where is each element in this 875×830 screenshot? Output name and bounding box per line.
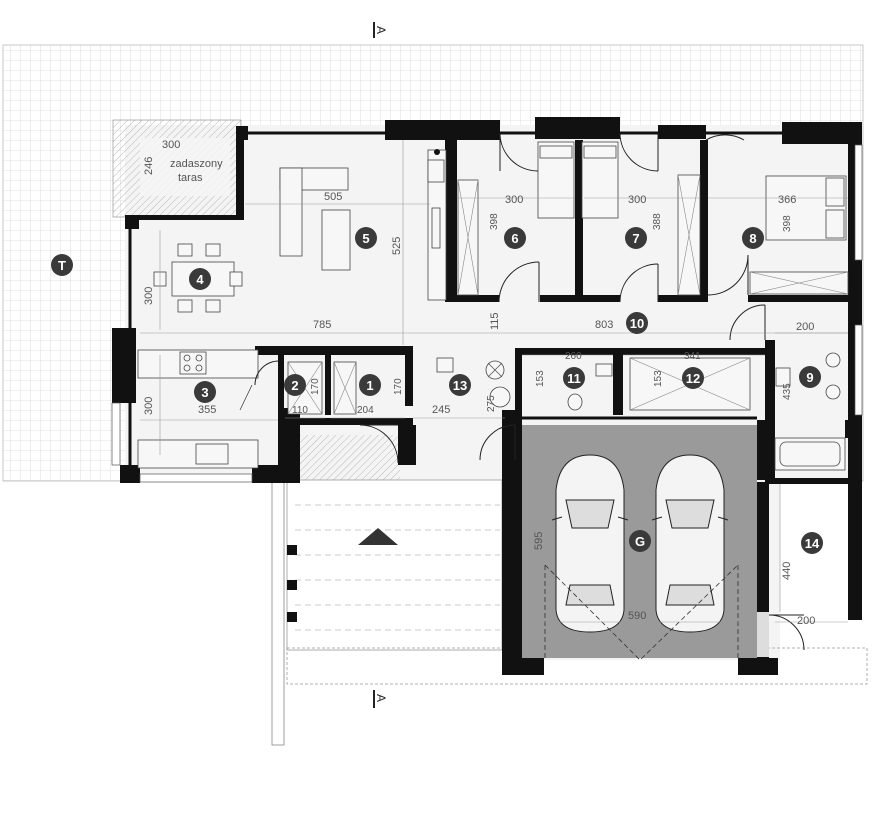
bed-icon (537, 141, 575, 219)
dim-room11-width: 260 (565, 351, 582, 362)
dim-room14-depth: 440 (781, 562, 793, 580)
dim-room6-width: 300 (505, 194, 523, 206)
room-badge-5: 5 (355, 227, 377, 249)
bed-icon (765, 175, 847, 241)
section-mark-top: A (373, 22, 388, 38)
svg-text:9: 9 (806, 370, 813, 385)
svg-text:T: T (58, 258, 66, 273)
room-badge-outside: T (51, 254, 73, 276)
room-badge-3: 3 (194, 381, 216, 403)
svg-text:3: 3 (201, 385, 208, 400)
dim-garage-depth: 595 (533, 532, 545, 550)
room-badge-7: 7 (625, 227, 647, 249)
bed-icon (581, 141, 619, 219)
svg-text:A: A (374, 26, 388, 34)
toilet-icon (567, 363, 613, 411)
dim-kitchen-width: 355 (198, 404, 216, 416)
dim-room2-depth: 170 (310, 378, 321, 395)
dim-room13-depth: 275 (486, 395, 497, 412)
svg-text:2: 2 (291, 378, 298, 393)
dim-room1-depth: 170 (393, 378, 404, 395)
room-badge-8: 8 (742, 227, 764, 249)
svg-text:7: 7 (632, 231, 639, 246)
dim-room6-depth: 398 (489, 213, 500, 230)
dim-room7-width: 300 (628, 194, 646, 206)
dim-room9-width: 200 (796, 321, 814, 333)
bathtub-icon (774, 352, 846, 471)
room-badge-4: 4 (189, 268, 211, 290)
dim-room7-depth: 388 (652, 213, 663, 230)
svg-text:13: 13 (453, 378, 467, 393)
dim-living-depth: 525 (391, 237, 403, 255)
dim-room14-width: 200 (797, 615, 815, 627)
dim-terrace-depth: 246 (143, 157, 155, 175)
svg-text:5: 5 (362, 231, 369, 246)
room-badge-13: 13 (449, 374, 471, 396)
svg-text:11: 11 (567, 371, 581, 386)
room-badge-10: 10 (626, 312, 648, 334)
dim-living-width: 505 (324, 191, 342, 203)
car-icon (551, 454, 629, 633)
svg-text:A: A (374, 694, 388, 702)
terrace-label-line1: zadaszony (170, 158, 223, 170)
room-badges: T 1 2 3 4 5 6 7 8 9 10 11 12 13 14 G (51, 227, 823, 554)
dim-room8-width: 366 (778, 194, 796, 206)
dim-kitchen-depth: 300 (143, 397, 155, 415)
room-badge-2: 2 (284, 374, 306, 396)
room-badge-1: 1 (359, 374, 381, 396)
sofa-icon (279, 167, 351, 271)
dim-room13-width: 245 (432, 404, 450, 416)
room-badge-6: 6 (504, 227, 526, 249)
svg-text:G: G (635, 534, 645, 549)
terrace-label-line2: taras (178, 172, 203, 184)
dim-room12-depth: 153 (653, 370, 664, 387)
dim-hall-right: 803 (595, 319, 613, 331)
room-badge-9: 9 (799, 366, 821, 388)
dim-room11-depth: 153 (535, 370, 546, 387)
dim-room8-depth: 398 (782, 215, 793, 232)
room-badge-garage: G (629, 530, 651, 552)
dim-room12-width: 341 (684, 351, 701, 362)
dim-hall-depth: 115 (489, 312, 501, 330)
dim-room1-width: 204 (357, 405, 374, 416)
room-badge-11: 11 (563, 367, 585, 389)
svg-text:10: 10 (630, 316, 644, 331)
svg-text:12: 12 (686, 371, 700, 386)
dim-terrace-width: 300 (162, 139, 180, 151)
svg-text:8: 8 (749, 231, 756, 246)
dim-garage-width: 590 (628, 610, 646, 622)
dim-room2-width: 110 (292, 405, 308, 416)
walls (112, 117, 862, 675)
svg-text:6: 6 (511, 231, 518, 246)
svg-text:4: 4 (196, 272, 204, 287)
boiler-icon (436, 357, 511, 408)
car-icon (651, 454, 729, 633)
entrance-area (300, 435, 400, 480)
svg-text:14: 14 (805, 536, 820, 551)
svg-text:1: 1 (366, 378, 373, 393)
dim-room9-depth: 435 (782, 383, 793, 400)
dimension-labels: 505 525 300 785 803 115 355 300 170 110 … (143, 139, 815, 627)
room-badge-14: 14 (801, 532, 823, 554)
dim-dining-depth: 300 (143, 287, 155, 305)
dim-hall-left: 785 (313, 319, 331, 331)
section-mark-bottom: A (373, 690, 388, 708)
entrance-arrow-icon (358, 528, 398, 545)
room-badge-12: 12 (682, 367, 704, 389)
kitchen-counter (137, 349, 259, 469)
